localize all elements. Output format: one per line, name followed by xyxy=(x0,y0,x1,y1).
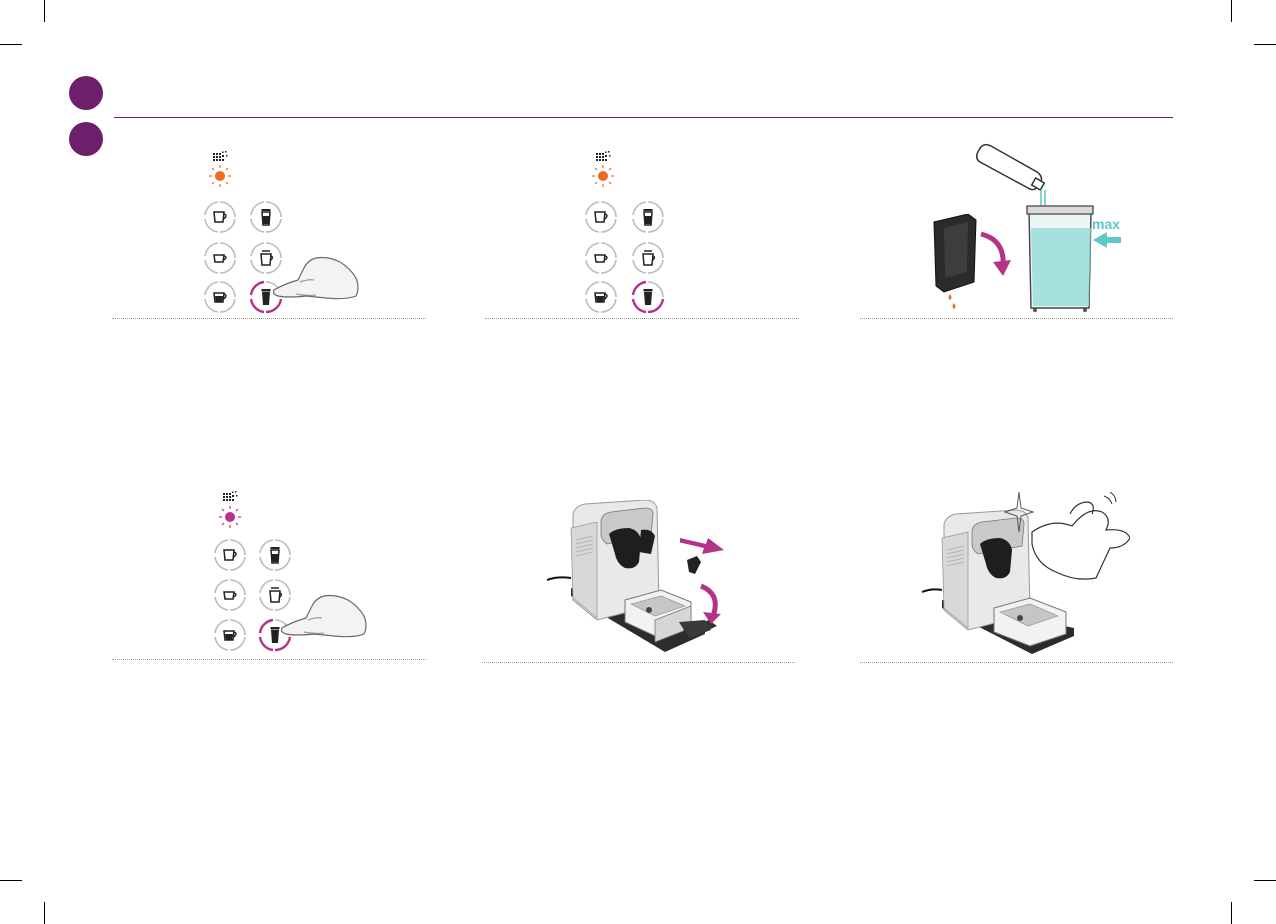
control-panel-step-2 xyxy=(583,150,693,315)
fill-water-tank-illustration: max xyxy=(925,140,1125,315)
header-rule xyxy=(114,117,1173,118)
control-panel-step-1 xyxy=(200,150,360,315)
control-panel-step-4 xyxy=(210,490,370,655)
cup-button[interactable] xyxy=(213,538,247,572)
tall-glass-button[interactable] xyxy=(249,200,283,234)
max-level-label: max xyxy=(1092,216,1120,232)
panel-separator xyxy=(112,318,426,319)
cleaning-hand-icon xyxy=(1030,492,1130,582)
crop-mark xyxy=(0,880,22,881)
cup-small-button[interactable] xyxy=(213,578,247,612)
blinking-orange-light-icon xyxy=(591,164,615,188)
cup-small-button[interactable] xyxy=(203,241,237,275)
remove-drip-tray-illustration xyxy=(545,500,735,658)
descaling-grid-icon xyxy=(596,150,612,164)
slide-out-arrow-icon xyxy=(680,530,724,556)
crop-mark xyxy=(44,902,45,924)
rotate-arrow-icon xyxy=(977,230,1013,280)
blinking-orange-light-icon xyxy=(208,164,232,188)
cup-filled-button[interactable] xyxy=(584,280,618,314)
glass-open-button[interactable] xyxy=(631,241,665,275)
crop-mark xyxy=(44,0,45,22)
coffee-machine-icon xyxy=(545,500,735,658)
panel-separator xyxy=(482,662,795,663)
cup-small-button[interactable] xyxy=(584,241,618,275)
cup-button[interactable] xyxy=(584,200,618,234)
crop-mark xyxy=(1231,902,1232,924)
cup-button-large[interactable] xyxy=(631,280,665,314)
cup-button[interactable] xyxy=(203,200,237,234)
panel-separator xyxy=(485,318,799,319)
pressing-finger-icon xyxy=(278,588,368,648)
max-arrow-icon xyxy=(1093,232,1121,248)
step-marker-1 xyxy=(69,76,103,110)
blinking-purple-light-icon xyxy=(218,505,242,529)
panel-separator xyxy=(860,662,1173,663)
tall-glass-button[interactable] xyxy=(258,538,292,572)
panel-separator xyxy=(860,318,1173,319)
crop-mark xyxy=(1254,880,1276,881)
panel-separator xyxy=(112,659,426,660)
cup-filled-button[interactable] xyxy=(213,618,247,652)
pressing-finger-icon xyxy=(270,250,360,310)
drip-tray-icon xyxy=(930,214,980,314)
rotate-down-arrow-icon xyxy=(693,584,725,626)
descaling-grid-icon xyxy=(213,150,229,164)
tall-glass-button[interactable] xyxy=(631,200,665,234)
step-marker-2 xyxy=(69,122,103,156)
water-tank-icon xyxy=(1025,198,1097,313)
cup-filled-button[interactable] xyxy=(203,280,237,314)
crop-mark xyxy=(0,44,22,45)
wipe-machine-illustration xyxy=(920,492,1130,658)
descaling-grid-icon xyxy=(223,490,239,504)
crop-mark xyxy=(1254,44,1276,45)
crop-mark xyxy=(1231,0,1232,22)
